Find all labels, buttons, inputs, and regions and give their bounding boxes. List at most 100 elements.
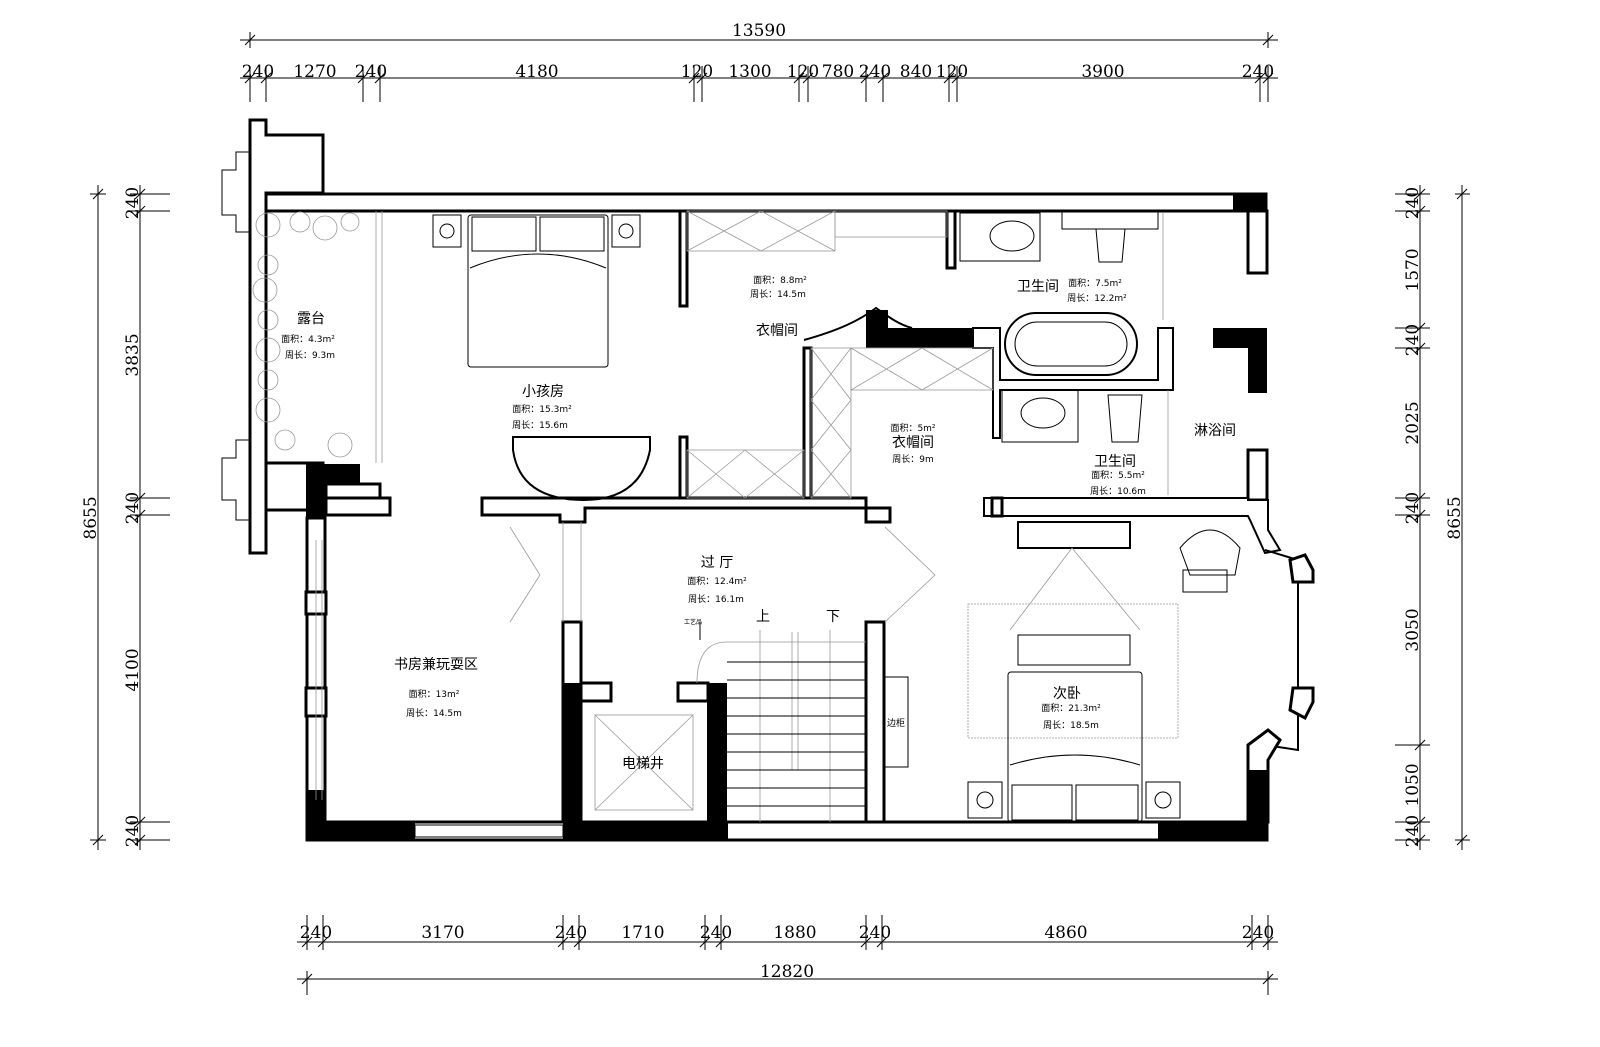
dimension-tick xyxy=(317,936,329,948)
dimension-tick xyxy=(573,936,585,948)
dim-label: 1880 xyxy=(773,923,816,943)
dim-label: 4860 xyxy=(1044,923,1087,943)
stairs-up-label: 上 xyxy=(756,609,770,625)
dim-label: 240 xyxy=(1242,923,1274,943)
room-name-elevator: 电梯井 xyxy=(622,756,664,772)
room-area: 面积：4.3m² xyxy=(281,333,335,345)
room-area: 面积：7.5m² xyxy=(1068,277,1122,289)
dim-label: 2025 xyxy=(1403,401,1423,444)
dim-label: 240 xyxy=(859,62,891,82)
dimension-tick xyxy=(1456,188,1468,200)
dimension-tick xyxy=(696,72,708,84)
dim-label: 3050 xyxy=(1403,608,1423,651)
dimension-tick xyxy=(1254,72,1266,84)
dimension-tick xyxy=(244,34,256,46)
dimension-tick xyxy=(92,188,104,200)
walls xyxy=(221,118,1315,842)
dimension-tick xyxy=(1414,816,1426,828)
dim-label: 120 xyxy=(936,62,968,82)
dimension-tick xyxy=(699,936,711,948)
top-total-dim: 13590 xyxy=(732,21,786,41)
dimension-tick xyxy=(793,72,805,84)
top-dimensions: 13590 240 1270 240 4180 120 1300 120 780… xyxy=(240,21,1278,102)
dimension-tick xyxy=(557,936,569,948)
dim-label: 240 xyxy=(859,923,891,943)
dimension-tick xyxy=(1414,188,1426,200)
dimension-tick xyxy=(134,834,146,846)
dim-label: 240 xyxy=(123,815,143,847)
dim-label: 240 xyxy=(300,923,332,943)
dimension-tick xyxy=(1262,936,1274,948)
dimension-tick xyxy=(134,492,146,504)
dimension-tick xyxy=(951,72,963,84)
room-name-study: 书房兼玩耍区 xyxy=(394,657,478,673)
room-area: 面积：8.8m² xyxy=(753,274,807,286)
dim-label: 240 xyxy=(1242,62,1274,82)
dim-label: 1710 xyxy=(621,923,664,943)
bed xyxy=(467,214,609,368)
left-dimensions: 8655 240 3835 240 4100 240 xyxy=(81,185,170,850)
bottom-dimensions: 240 3170 240 1710 240 1880 240 4860 240 … xyxy=(297,915,1278,995)
dimension-tick xyxy=(1414,322,1426,334)
side-cabinet-label: 边柜 xyxy=(887,717,905,729)
dimension-tick xyxy=(244,72,256,84)
artwork-label: 工艺品 xyxy=(684,618,702,626)
dim-label: 240 xyxy=(242,62,274,82)
dim-label: 240 xyxy=(355,62,387,82)
dim-label: 120 xyxy=(681,62,713,82)
dim-label: 120 xyxy=(787,62,819,82)
room-name-shower: 淋浴间 xyxy=(1194,423,1236,439)
room-name-kids-room: 小孩房 xyxy=(522,384,564,400)
room-name-bathroom-2: 卫生间 xyxy=(1094,454,1136,470)
dim-label: 240 xyxy=(1403,187,1423,219)
dimension-tick xyxy=(260,72,272,84)
dimension-tick xyxy=(688,72,700,84)
dimension-tick xyxy=(1414,492,1426,504)
dim-label: 1300 xyxy=(728,62,771,82)
dimension-tick xyxy=(860,72,872,84)
dimension-tick xyxy=(876,936,888,948)
dimension-tick xyxy=(1246,936,1258,948)
room-name-closet-2: 衣帽间 xyxy=(892,435,934,451)
dim-label: 240 xyxy=(1403,324,1423,356)
room-name-hall: 过 厅 xyxy=(701,555,733,571)
dimension-tick xyxy=(357,72,369,84)
dimension-tick xyxy=(715,936,727,948)
dim-label: 240 xyxy=(700,923,732,943)
dim-label: 780 xyxy=(822,62,854,82)
room-area: 面积：5m² xyxy=(890,422,935,434)
dimension-tick xyxy=(1414,834,1426,846)
dimension-tick xyxy=(1414,739,1426,751)
room-perimeter: 周长：12.2m² xyxy=(1067,292,1127,304)
dimension-tick xyxy=(1262,72,1274,84)
dimension-tick xyxy=(1414,509,1426,521)
room-name-bathroom: 卫生间 xyxy=(1017,279,1059,295)
room-perimeter: 周长：14.5m xyxy=(750,288,806,300)
room-perimeter: 周长：10.6m xyxy=(1090,485,1146,497)
room-area: 面积：21.3m² xyxy=(1041,702,1101,714)
dimension-tick xyxy=(374,72,386,84)
dimension-tick xyxy=(860,936,872,948)
room-name-second-bedroom: 次卧 xyxy=(1053,686,1081,702)
dimension-tick xyxy=(301,936,313,948)
stairs-down-label: 下 xyxy=(826,609,840,625)
dim-label: 4100 xyxy=(123,648,143,691)
dimension-tick xyxy=(301,973,313,985)
room-labels: 露台 面积：4.3m² 周长：9.3m 小孩房 面积：15.3m² 周长：15.… xyxy=(281,274,1236,772)
dimension-tick xyxy=(802,72,814,84)
staircase xyxy=(696,630,866,822)
dimension-tick xyxy=(92,834,104,846)
dimension-tick xyxy=(943,72,955,84)
dimension-tick xyxy=(134,816,146,828)
dim-label: 240 xyxy=(1403,815,1423,847)
dimension-tick xyxy=(1414,205,1426,217)
room-area: 面积：15.3m² xyxy=(512,403,572,415)
dimension-tick xyxy=(1262,973,1274,985)
room-perimeter: 周长：9.3m xyxy=(285,349,335,361)
bottom-total-dim: 12820 xyxy=(760,962,814,982)
dim-label: 1270 xyxy=(293,62,336,82)
room-name-balcony: 露台 xyxy=(297,311,325,327)
dim-label: 3835 xyxy=(123,333,143,376)
dim-label: 3170 xyxy=(421,923,464,943)
furniture xyxy=(252,210,1241,823)
